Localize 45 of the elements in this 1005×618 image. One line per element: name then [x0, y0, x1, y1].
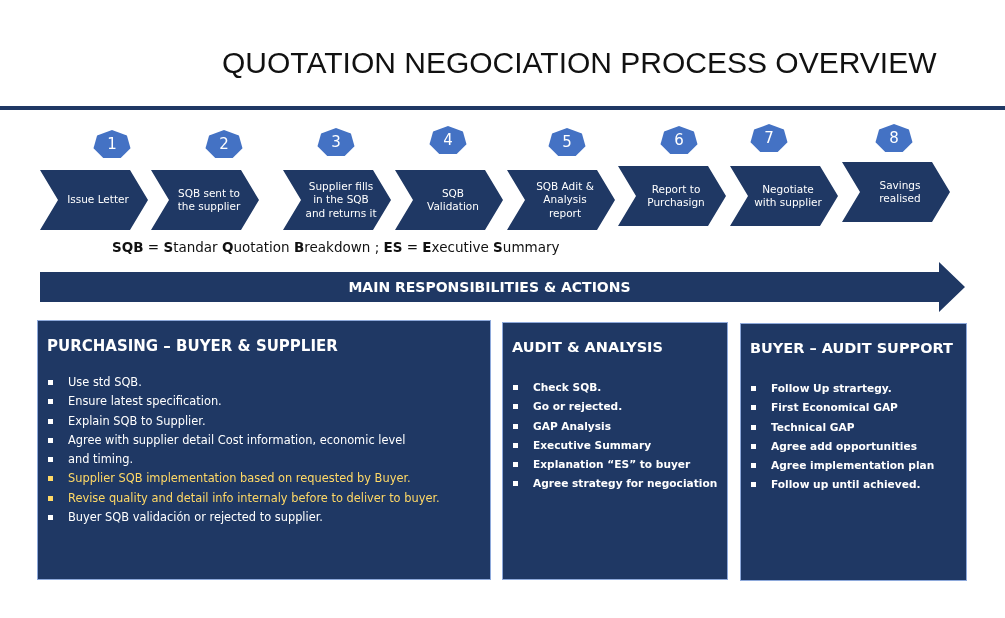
step-number-badge: 4 — [429, 126, 467, 154]
step-number-badge: 3 — [317, 128, 355, 156]
bullet-item: Follow up until achieved. — [771, 477, 921, 493]
bullet-item: Agree add opportunities — [771, 438, 917, 454]
title: QUOTATION NEGOCIATION PROCESS OVERVIEW — [222, 46, 937, 80]
arrow-banner: MAIN RESPONSIBILITIES & ACTIONS — [40, 262, 965, 312]
card-heading: AUDIT & ANALYSIS — [512, 339, 663, 355]
responsibility-card — [37, 320, 491, 580]
responsibility-card — [740, 323, 967, 581]
bullet-item: Follow Up strartegy. — [771, 381, 892, 396]
bullet-item: Agree implementation plan — [771, 458, 935, 474]
bullet-item: Ensure latest specification. — [68, 393, 222, 411]
bullet-item: Go or rejected. — [533, 399, 623, 415]
responsibility-card — [502, 322, 728, 580]
bullet-item: GAP Analysis — [533, 418, 611, 434]
bullet-item: Agree strategy for negociation — [533, 476, 718, 492]
process-step: Report to Purchasign — [618, 166, 726, 226]
bullet-item: Agree with supplier detail Cost information, economic level — [68, 431, 406, 449]
bullet-item: Revise quality and detail info internaly before to deliver to buyer. — [68, 489, 440, 507]
card-heading: BUYER – AUDIT SUPPORT — [750, 340, 953, 356]
process-step: Savings realised — [842, 162, 950, 222]
bullet-item: Technical GAP — [771, 419, 855, 435]
bullet-item: and timing. — [68, 451, 133, 469]
bullet-item: Supplier SQB implementation based on requested by Buyer. — [68, 470, 411, 488]
bullet-item: First Economical GAP — [771, 400, 898, 416]
process-step: Supplier fills in the SQB and returns it — [283, 170, 391, 230]
process-step: Issue Letter — [40, 170, 148, 230]
bullet-item: Explanation “ES” to buyer — [533, 457, 691, 473]
bullet-item: Buyer SQB validación or rejected to supplier. — [68, 509, 323, 527]
process-step: SQB sent to the supplier — [151, 170, 259, 230]
step-number-badge: 7 — [750, 124, 788, 152]
step-number-badge: 2 — [205, 130, 243, 158]
bullet-item: Check SQB. — [533, 380, 602, 395]
step-number-badge: 5 — [548, 128, 586, 156]
process-step: SQB Adit & Analysis report — [507, 170, 615, 230]
bullet-item: Use std SQB. — [68, 374, 142, 391]
process-step: Negotiate with supplier — [730, 166, 838, 226]
bullet-item: Explain SQB to Supplier. — [68, 412, 206, 430]
process-step: SQB Validation — [395, 170, 503, 230]
abbreviation-note: SQB = Standar Quotation Breakdown ; ES = Executive Summary — [112, 239, 560, 255]
step-number-badge: 8 — [875, 124, 913, 152]
step-number-badge: 1 — [93, 130, 131, 158]
step-number-badge: 6 — [660, 126, 698, 154]
card-heading: PURCHASING – BUYER & SUPPLIER — [47, 337, 338, 355]
bullet-item: Executive Summary — [533, 437, 652, 453]
